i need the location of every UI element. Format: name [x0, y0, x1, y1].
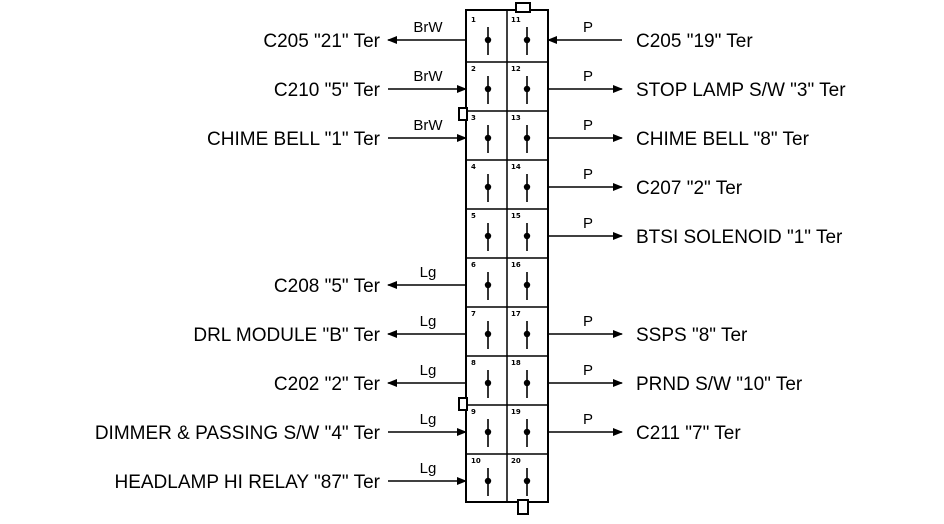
pin-number: 2: [471, 65, 476, 73]
pin-number: 14: [511, 163, 521, 171]
pin-number: 4: [471, 163, 476, 171]
pin-number: 9: [471, 408, 476, 416]
terminal-dot: [484, 428, 492, 436]
right-terminal-label: C207 "2" Ter: [636, 178, 743, 199]
left-terminal-label: C208 "5" Ter: [274, 276, 381, 297]
terminal-dot: [523, 379, 531, 387]
right-terminal-label: CHIME BELL "8" Ter: [636, 129, 810, 150]
terminal-dot: [523, 183, 531, 191]
terminal-dot: [523, 428, 531, 436]
wire-color-label: P: [583, 117, 593, 134]
row-3: 3 13 BrW CHIME BELL "1" Ter P CHIME BELL "8" …: [207, 110, 810, 153]
terminal-dot: [484, 330, 492, 338]
wire-color-label: BrW: [413, 117, 443, 134]
pin-number: 13: [511, 114, 521, 122]
terminal-dot: [523, 477, 531, 485]
wire-color-label: P: [583, 215, 593, 232]
terminal-dot: [484, 85, 492, 93]
pin-number: 17: [511, 310, 521, 318]
right-terminal-label: SSPS "8" Ter: [636, 325, 748, 346]
row-2: 2 12 BrW C210 "5" Ter P STOP LAMP S/W "3" Ter: [274, 61, 846, 104]
pin-number: 3: [471, 114, 476, 122]
terminal-dot: [484, 183, 492, 191]
left-terminal-label: DIMMER & PASSING S/W "4" Ter: [95, 423, 381, 444]
wire-color-label: BrW: [413, 68, 443, 85]
terminal-dot: [523, 232, 531, 240]
pin-number: 18: [511, 359, 521, 367]
left-terminal-label: CHIME BELL "1" Ter: [207, 129, 381, 150]
pin-number: 10: [471, 457, 481, 465]
terminal-dot: [523, 85, 531, 93]
row-5: 5 15 P BTSI SOLENOID "1" Ter: [466, 208, 843, 251]
pin-number: 12: [511, 65, 521, 73]
row-4: 4 14 P C207 "2" Ter: [466, 159, 743, 202]
terminal-dot: [484, 379, 492, 387]
right-terminal-label: STOP LAMP S/W "3" Ter: [636, 80, 846, 101]
pin-number: 15: [511, 212, 521, 220]
wire-color-label: Lg: [420, 362, 437, 379]
wire-color-label: Lg: [420, 460, 437, 477]
connector-housing: [458, 2, 549, 515]
pin-number: 19: [511, 408, 521, 416]
pin-number: 11: [511, 16, 521, 24]
pin-number: 1: [471, 16, 476, 24]
right-terminal-label: PRND S/W "10" Ter: [636, 374, 803, 395]
pin-number: 5: [471, 212, 476, 220]
pin-number: 7: [471, 310, 476, 318]
right-terminal-label: C211 "7" Ter: [636, 423, 741, 444]
wire-color-label: Lg: [420, 264, 437, 281]
wire-color-label: BrW: [413, 19, 443, 36]
left-terminal-label: C210 "5" Ter: [274, 80, 381, 101]
left-terminal-label: DRL MODULE "B" Ter: [193, 325, 380, 346]
wire-color-label: P: [583, 166, 593, 183]
wire-color-label: P: [583, 313, 593, 330]
terminal-dot: [484, 232, 492, 240]
terminal-dot: [523, 281, 531, 289]
pin-number: 8: [471, 359, 476, 367]
pin-number: 6: [471, 261, 476, 269]
right-terminal-label: BTSI SOLENOID "1" Ter: [636, 227, 843, 248]
terminal-dot: [523, 330, 531, 338]
terminal-dot: [484, 36, 492, 44]
terminal-dot: [484, 281, 492, 289]
terminal-dot: [484, 134, 492, 142]
left-terminal-label: C205 "21" Ter: [263, 31, 380, 52]
terminal-dot: [523, 134, 531, 142]
wire-color-label: Lg: [420, 313, 437, 330]
terminal-dot: [484, 477, 492, 485]
wire-color-label: Lg: [420, 411, 437, 428]
wire-color-label: P: [583, 362, 593, 379]
wire-color-label: P: [583, 68, 593, 85]
left-terminal-label: HEADLAMP HI RELAY "87" Ter: [114, 472, 380, 493]
pin-number: 16: [511, 261, 521, 269]
wire-color-label: P: [583, 19, 593, 36]
wire-color-label: P: [583, 411, 593, 428]
left-terminal-label: C202 "2" Ter: [274, 374, 381, 395]
right-terminal-label: C205 "19" Ter: [636, 31, 753, 52]
pin-number: 20: [511, 457, 521, 465]
terminal-dot: [523, 36, 531, 44]
